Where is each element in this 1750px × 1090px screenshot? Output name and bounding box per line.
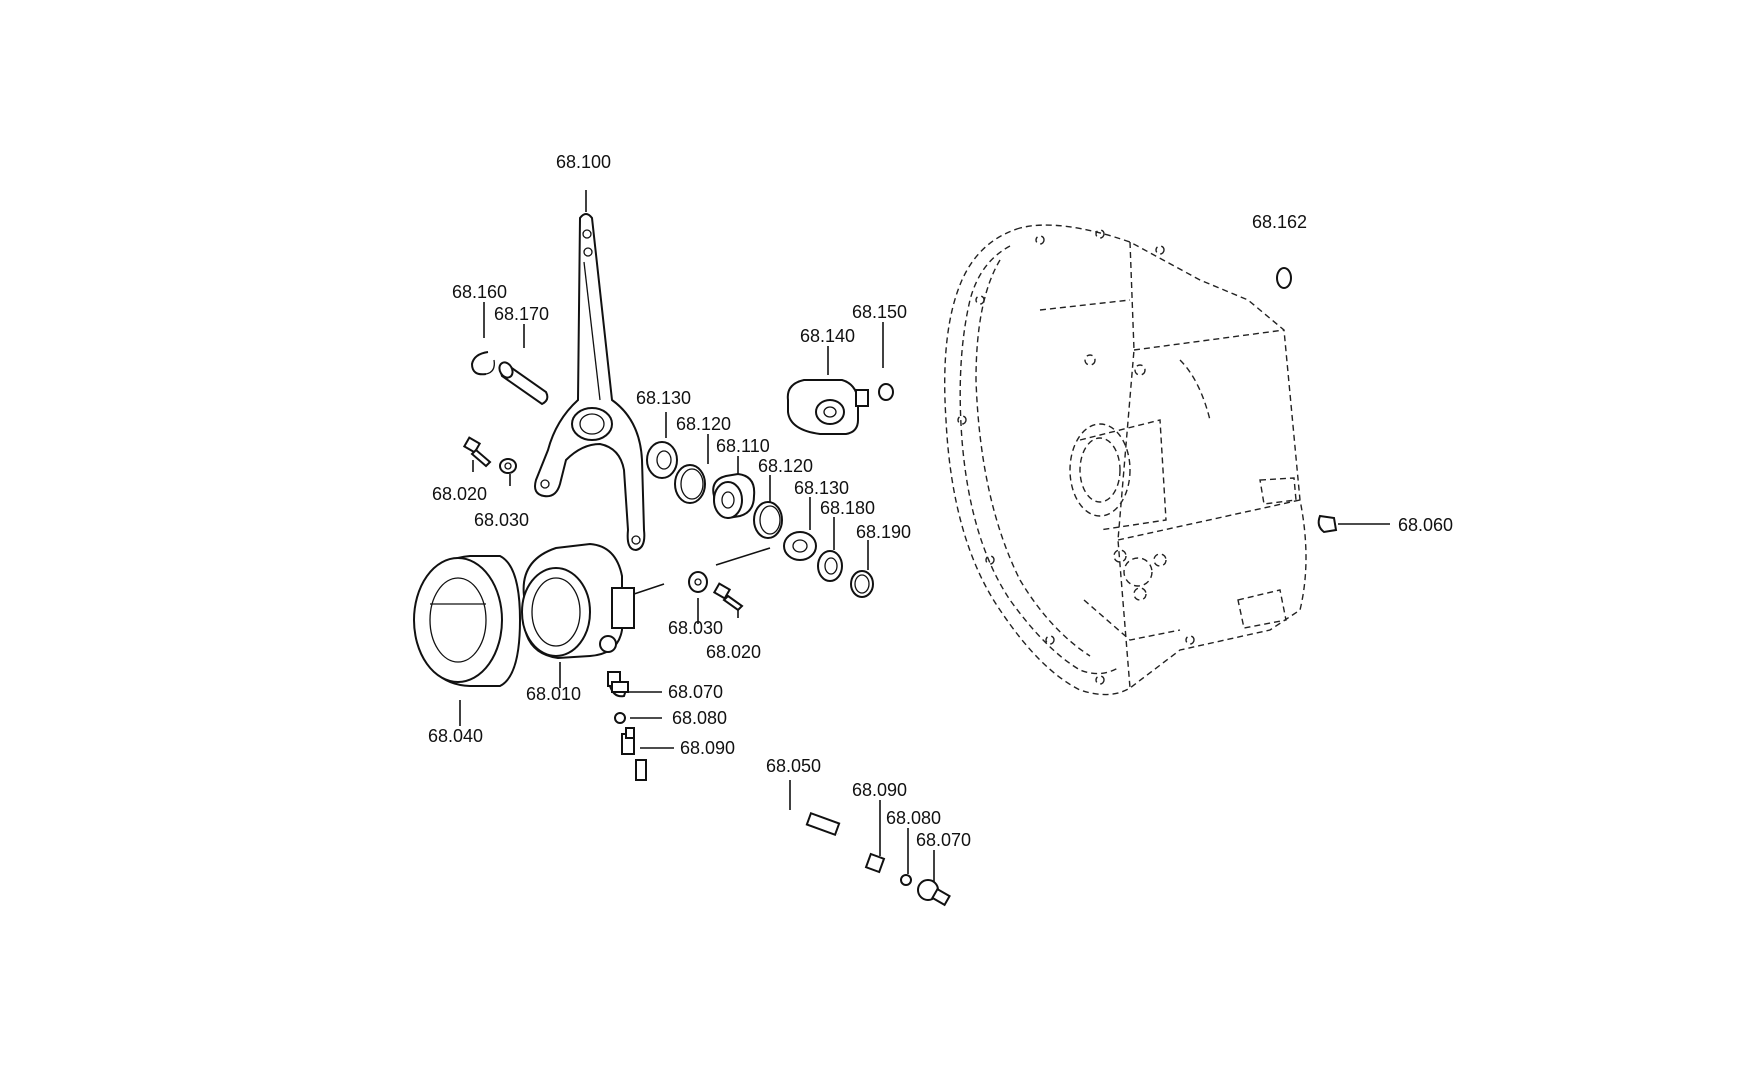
label-68-090-a: 68.090 [680, 738, 735, 758]
release-sleeve-68-010 [521, 542, 635, 660]
label-68-040: 68.040 [428, 726, 483, 746]
washer-68-130-a [646, 441, 678, 479]
label-68-130-a: 68.130 [636, 388, 691, 408]
label-68-080-a: 68.080 [672, 708, 727, 728]
label-68-110: 68.110 [716, 436, 770, 456]
label-68-150: 68.150 [852, 302, 907, 322]
bolt-68-020-mid [712, 582, 744, 612]
label-68-130-b: 68.130 [794, 478, 849, 498]
label-68-060: 68.060 [1398, 515, 1453, 535]
label-68-190: 68.190 [856, 522, 911, 542]
label-68-140: 68.140 [800, 326, 855, 346]
label-68-120-a: 68.120 [676, 414, 731, 434]
snap-ring-68-120-a [674, 464, 706, 504]
circlip-68-160 [470, 351, 495, 376]
nut-68-030-mid [688, 571, 708, 593]
label-68-010: 68.010 [526, 684, 581, 704]
pin-68-170 [498, 361, 549, 406]
fitting-68-090-right [864, 852, 886, 874]
banjo-screw-68-070-left [607, 671, 629, 698]
label-68-080-b: 68.080 [886, 808, 941, 828]
o-ring-68-150 [878, 383, 894, 401]
seal-ring-68-080-right [900, 874, 912, 886]
plug-68-060 [1317, 514, 1338, 534]
shift-fork-lever [534, 213, 646, 552]
label-68-162: 68.162 [1252, 212, 1307, 232]
release-bearing-68-040 [413, 555, 522, 687]
label-68-160: 68.160 [452, 282, 507, 302]
label-68-100: 68.100 [556, 152, 611, 172]
label-68-030-b: 68.030 [668, 618, 723, 638]
label-68-070-a: 68.070 [668, 682, 723, 702]
bolt-68-020-left [462, 436, 492, 468]
hose-68-050 [635, 759, 841, 863]
clutch-housing [944, 224, 1307, 696]
bearing-68-110 [712, 472, 756, 520]
label-68-020-a: 68.020 [432, 484, 487, 504]
fitting-68-090-left [621, 727, 635, 755]
label-68-180: 68.180 [820, 498, 875, 518]
label-68-170: 68.170 [494, 304, 549, 324]
label-68-050: 68.050 [766, 756, 821, 776]
washer-68-130-b [783, 531, 817, 561]
label-68-020-b: 68.020 [706, 642, 761, 662]
part-labels: 68.100 68.160 68.170 68.020 68.030 68.13… [428, 152, 1453, 850]
nut-68-030-left [499, 458, 517, 474]
circlip-68-190 [850, 570, 874, 598]
snap-ring-68-120-b [753, 501, 783, 539]
label-68-090-b: 68.090 [852, 780, 907, 800]
label-68-070-b: 68.070 [916, 830, 971, 850]
label-68-120-b: 68.120 [758, 456, 813, 476]
lever-housing-68-140 [786, 379, 869, 435]
banjo-screw-68-070-right [917, 879, 951, 907]
label-68-030-a: 68.030 [474, 510, 529, 530]
o-ring-68-162 [1276, 267, 1292, 289]
washer-68-180 [817, 550, 843, 582]
seal-ring-68-080-left [614, 712, 626, 724]
